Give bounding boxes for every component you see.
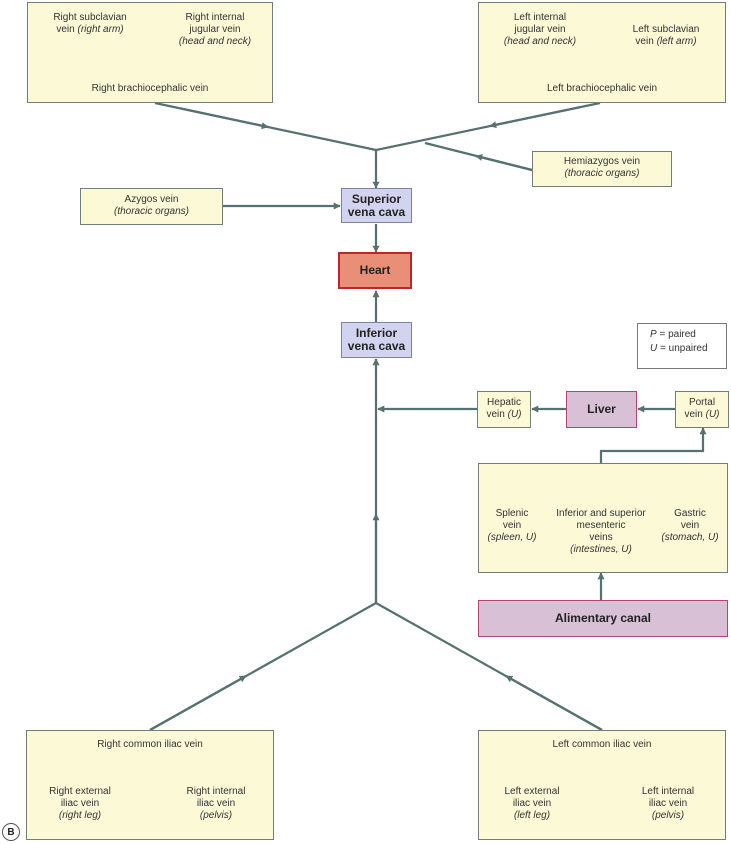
heart-box: Heart bbox=[338, 252, 412, 289]
legend-paired: P = paired bbox=[650, 329, 696, 340]
left-common-iliac-label: Left common iliac vein bbox=[552, 739, 652, 750]
hemiazygos-label: Hemiazygos vein(thoracic organs) bbox=[563, 156, 641, 179]
right-common-iliac-label: Right common iliac vein bbox=[97, 739, 203, 750]
left-common-iliac-group bbox=[478, 730, 726, 840]
lci-arrow bbox=[505, 675, 603, 731]
portal-vein-box bbox=[675, 391, 729, 428]
liver-box: Liver bbox=[566, 391, 637, 428]
gi-veins-group bbox=[478, 463, 728, 573]
rbc-arrow bbox=[179, 107, 269, 130]
paired-unpaired-legend: P = paired U = unpaired bbox=[637, 323, 727, 369]
hemiazygos-arrow bbox=[475, 154, 533, 172]
hemiazygos-box bbox=[532, 151, 672, 187]
right-common-iliac-group bbox=[26, 730, 274, 840]
hepatic-vein-box bbox=[477, 391, 531, 428]
alimentary-canal-box: Alimentary canal bbox=[478, 600, 728, 637]
azygos-label: Azygos vein(thoracic organs) bbox=[113, 194, 190, 217]
right-brachiocephalic-label: Right brachiocephalic vein bbox=[91, 83, 209, 94]
lbc-arrow bbox=[489, 106, 581, 129]
panel-label-b: B bbox=[2, 823, 20, 841]
left-brachiocephalic-label: Left brachiocephalic vein bbox=[546, 83, 658, 94]
left-brachiocephalic-group bbox=[478, 2, 726, 103]
azygos-box bbox=[80, 188, 223, 225]
gi-to-portal bbox=[599, 427, 707, 463]
rci-arrow bbox=[149, 675, 247, 731]
legend-unpaired: U = unpaired bbox=[650, 343, 708, 354]
right-brachiocephalic-group bbox=[27, 2, 273, 103]
